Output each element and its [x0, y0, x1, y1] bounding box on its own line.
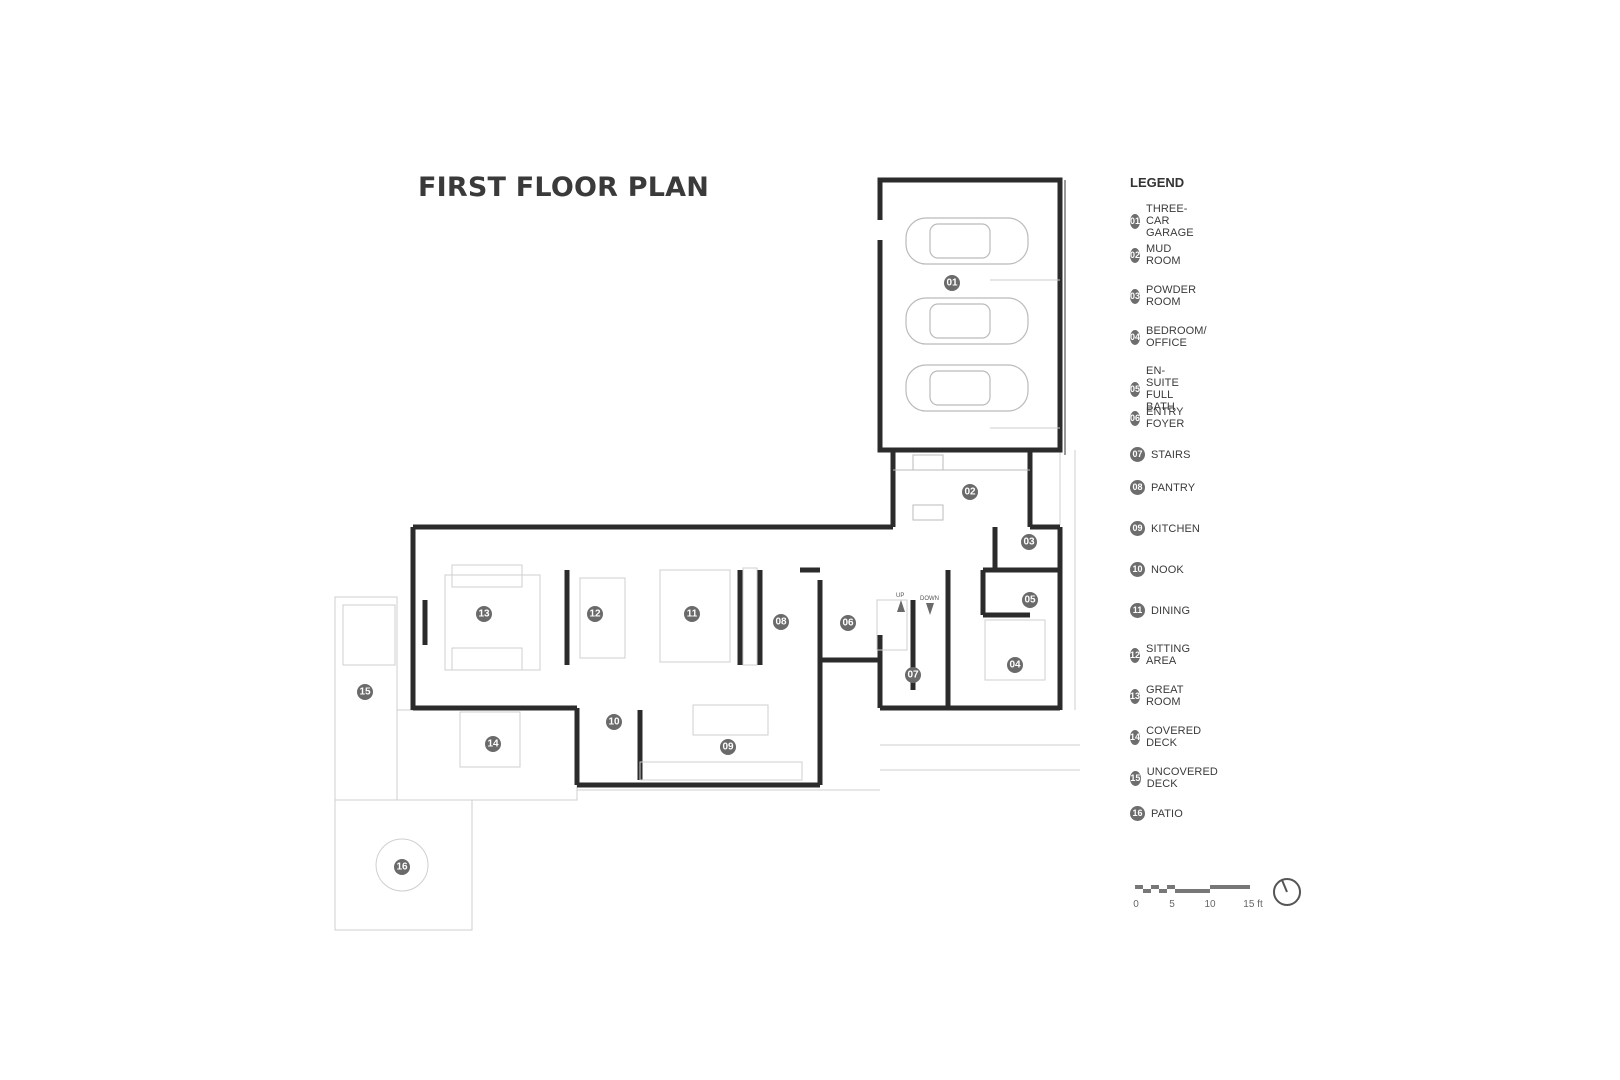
room-marker-16: 16: [394, 859, 410, 875]
legend-label: COVERED DECK: [1146, 725, 1202, 749]
legend: LEGEND 01 THREE-CAR GARAGE 02 MUD ROOM 03 POW…: [1130, 175, 1218, 821]
svg-text:16: 16: [396, 862, 408, 873]
legend-badge: 07: [1130, 447, 1145, 462]
svg-text:02: 02: [964, 487, 976, 498]
legend-item: 06 ENTRY FOYER: [1130, 406, 1189, 430]
legend-label: PATIO: [1151, 807, 1183, 820]
plan-title: FIRST FLOOR PLAN: [418, 172, 710, 203]
legend-item: 15 UNCOVERED DECK: [1130, 766, 1222, 790]
legend-item: 07 STAIRS: [1130, 447, 1191, 462]
legend-item: 02 MUD ROOM: [1130, 243, 1186, 267]
legend-label: KITCHEN: [1151, 522, 1200, 535]
room-marker-09: 09: [720, 739, 736, 755]
legend-label: ENTRY FOYER: [1146, 406, 1185, 430]
legend-label: POWDER ROOM: [1146, 284, 1197, 308]
legend-item: 03 POWDER ROOM: [1130, 284, 1201, 308]
stairs-up-label: UP: [896, 593, 904, 599]
legend-label: THREE-CAR GARAGE: [1146, 203, 1194, 239]
legend-badge: 03: [1130, 288, 1141, 304]
room-marker-02: 02: [962, 484, 978, 500]
room-marker-04: 04: [1007, 657, 1023, 673]
room-marker-12: 12: [587, 606, 603, 622]
room-marker-06: 06: [840, 615, 856, 631]
legend-label: GREAT ROOM: [1146, 684, 1184, 708]
legend-item: 16 PATIO: [1130, 806, 1183, 821]
outdoor-areas: [334, 450, 1080, 931]
legend-label: NOOK: [1151, 563, 1184, 576]
legend-label: STAIRS: [1151, 448, 1191, 461]
svg-text:10: 10: [608, 717, 620, 728]
legend-item: 12 SITTING AREA: [1130, 643, 1195, 667]
legend-badge: 10: [1130, 562, 1145, 577]
garage: [876, 177, 1066, 455]
legend-badge: 02: [1130, 247, 1141, 263]
house-walls: [410, 524, 1063, 788]
legend-badge: 14: [1130, 729, 1141, 745]
legend-badge: 16: [1130, 806, 1145, 821]
legend-label: PANTRY: [1151, 481, 1196, 494]
legend-item: 08 PANTRY: [1130, 480, 1195, 495]
room-marker-14: 14: [485, 736, 501, 752]
room-marker-01: 01: [944, 275, 960, 291]
legend-badge: 01: [1130, 213, 1141, 229]
north-arrow-icon: [1273, 878, 1301, 906]
svg-text:15: 15: [359, 687, 371, 698]
legend-label: MUD ROOM: [1146, 243, 1181, 267]
svg-text:06: 06: [842, 618, 854, 629]
scale-bar: 0 5 10 15 ft: [1133, 878, 1301, 910]
legend-label: EN-SUITE FULL BATH: [1146, 365, 1179, 413]
room-markers: 01 02 03 04 05 06 07 08 09 10 11 12 13 1…: [357, 275, 1038, 875]
svg-text:12: 12: [589, 609, 601, 620]
legend-label: UNCOVERED DECK: [1146, 766, 1218, 790]
legend-badge: 13: [1130, 688, 1141, 704]
svg-text:04: 04: [1009, 660, 1021, 671]
stair-arrows: [897, 600, 934, 615]
legend-item: 13 GREAT ROOM: [1130, 684, 1188, 708]
stairs-down-label: DOWN: [920, 596, 939, 602]
room-marker-05: 05: [1022, 592, 1038, 608]
legend-badge: 12: [1130, 647, 1141, 663]
legend-item: 05 EN-SUITE FULL BATH: [1130, 365, 1184, 413]
legend-badge: 05: [1130, 381, 1141, 397]
legend-item: 09 KITCHEN: [1130, 521, 1200, 536]
legend-item: 04 BEDROOM/ OFFICE: [1130, 325, 1212, 349]
scale-tick-10: 10: [1204, 899, 1216, 910]
svg-text:01: 01: [946, 278, 958, 289]
legend-badge: 04: [1130, 329, 1141, 345]
room-marker-13: 13: [476, 606, 492, 622]
legend-badge: 11: [1130, 603, 1145, 618]
legend-item: 01 THREE-CAR GARAGE: [1130, 203, 1199, 239]
svg-text:05: 05: [1024, 595, 1036, 606]
mud-room-walls: [890, 450, 1060, 530]
room-marker-08: 08: [773, 614, 789, 630]
svg-text:08: 08: [775, 617, 787, 628]
svg-text:11: 11: [687, 609, 698, 620]
room-marker-07: 07: [905, 667, 921, 683]
legend-label: DINING: [1151, 604, 1191, 617]
legend-item: 14 COVERED DECK: [1130, 725, 1206, 749]
legend-badge: 09: [1130, 521, 1145, 536]
legend-item: 11 DINING: [1130, 603, 1190, 618]
legend-badge: 06: [1130, 410, 1141, 426]
legend-badge: 15: [1130, 770, 1141, 786]
legend-label: SITTING AREA: [1146, 643, 1191, 667]
legend-label: BEDROOM/ OFFICE: [1146, 325, 1207, 349]
scale-tick-5: 5: [1169, 899, 1175, 910]
svg-text:03: 03: [1023, 537, 1035, 548]
room-marker-11: 11: [684, 606, 700, 622]
room-marker-15: 15: [357, 684, 373, 700]
svg-text:09: 09: [722, 742, 734, 753]
svg-text:07: 07: [907, 670, 919, 681]
scale-tick-0: 0: [1133, 899, 1139, 910]
room-marker-03: 03: [1021, 534, 1037, 550]
scale-tick-15: 15 ft: [1243, 899, 1263, 910]
room-marker-10: 10: [606, 714, 622, 730]
svg-text:13: 13: [478, 609, 490, 620]
legend-item: 10 NOOK: [1130, 562, 1184, 577]
furniture: [342, 564, 1046, 892]
svg-text:14: 14: [487, 739, 499, 750]
legend-badge: 08: [1130, 480, 1145, 495]
legend-title: LEGEND: [1130, 175, 1185, 190]
